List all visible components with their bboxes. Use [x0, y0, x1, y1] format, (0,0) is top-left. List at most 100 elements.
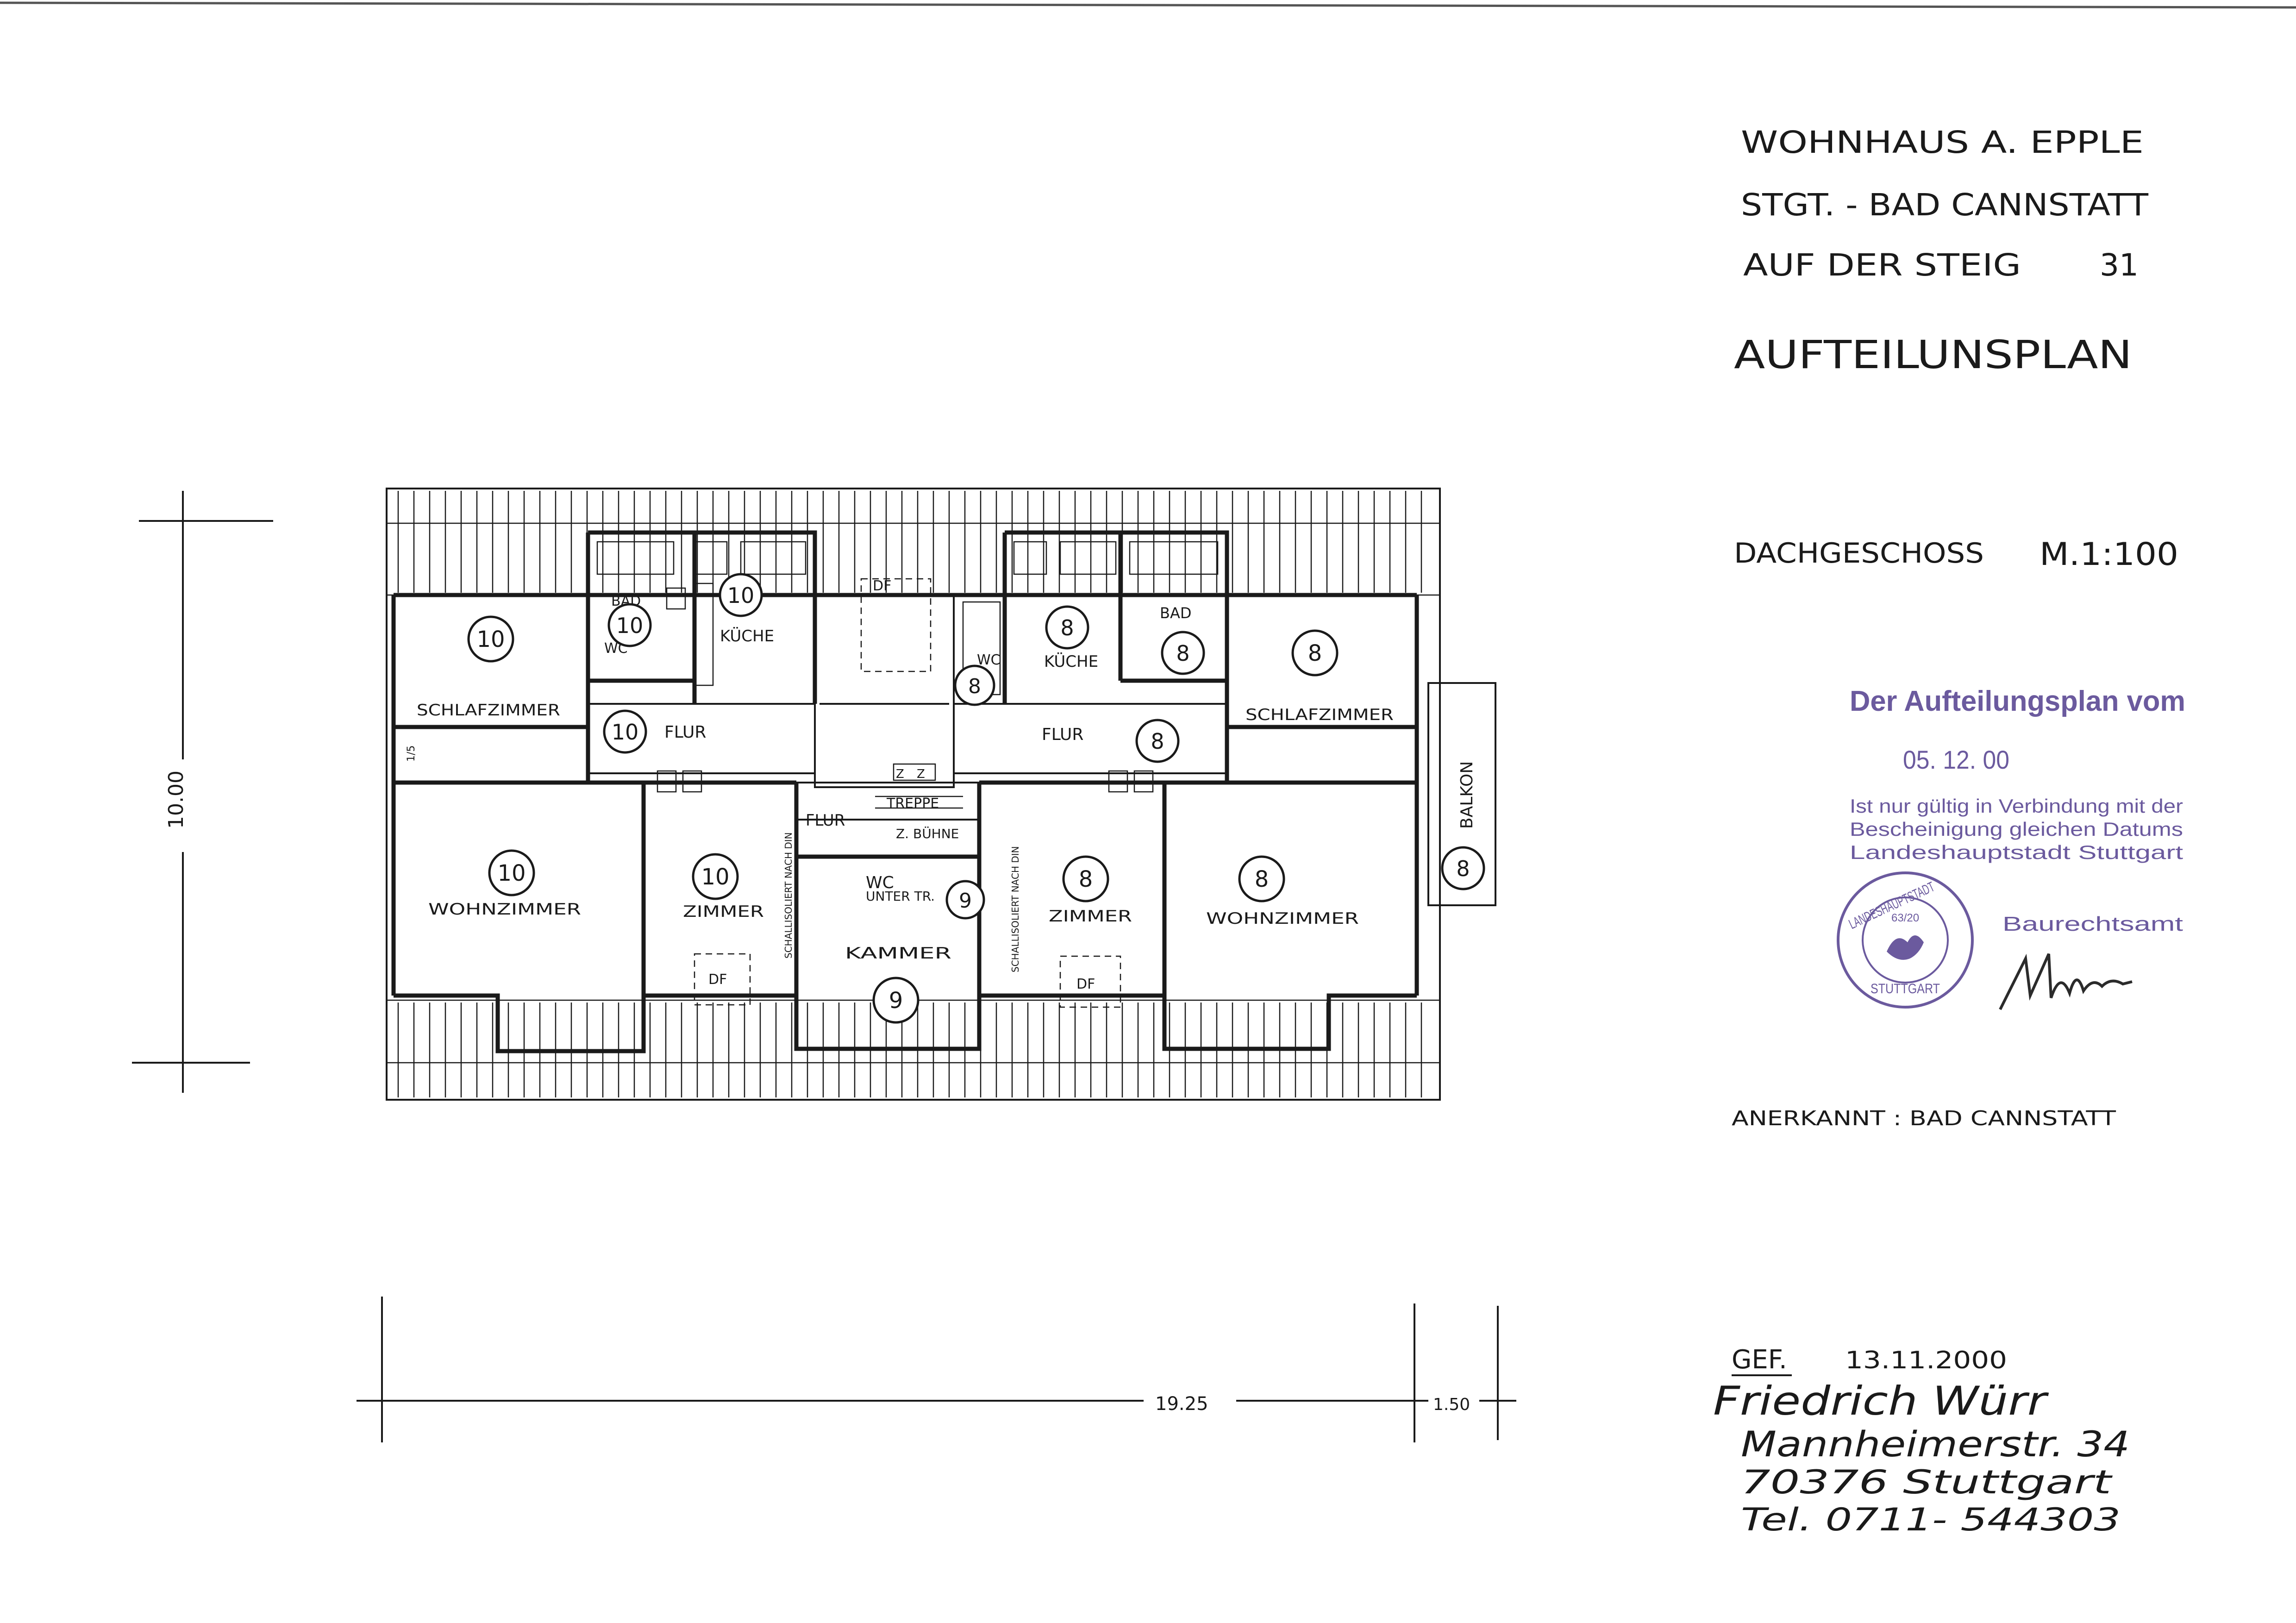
unit-marker-flur-left: 10	[603, 709, 647, 754]
room-label-wc-center-sub: UNTER TR.	[866, 889, 935, 904]
seal-bottom-text: STUTTGART	[1871, 981, 1940, 996]
room-label-schlafzimmer-right: SCHLAFZIMMER	[1245, 706, 1394, 724]
svg-text:10: 10	[497, 860, 526, 886]
stamp-line-1: Ist nur gültig in Verbindung mit der	[1850, 795, 2183, 817]
room-label-wohnzimmer-right: WOHNZIMMER	[1206, 909, 1359, 928]
unit-marker-zimmer-right: 8	[1062, 855, 1109, 902]
slope-note: 1/5	[406, 746, 417, 762]
svg-text:10: 10	[616, 613, 644, 638]
unit-marker-wc-right: 8	[954, 664, 995, 706]
svg-text:10: 10	[476, 627, 505, 652]
approval-label: ANERKANNT : BAD CANNSTATT	[1732, 1107, 2116, 1130]
wall-note-left: SCHALLISOLIERT NACH DIN	[783, 832, 794, 959]
room-labels: SCHLAFZIMMER SCHLAFZIMMER BAD WC KÜCHE F…	[406, 578, 1476, 992]
architect-phone: Tel. 0711- 544303	[1741, 1502, 2121, 1538]
stamp-headline: Der Aufteilungsplan vom	[1850, 685, 2185, 717]
room-label-wc-center: WC	[866, 873, 894, 892]
room-label-flur-right: FLUR	[1042, 725, 1083, 744]
svg-text:8: 8	[1079, 866, 1093, 892]
stair-marker-z-1: Z	[896, 767, 904, 781]
svg-text:10: 10	[701, 864, 729, 890]
balcony-dimension-label: 1.50	[1433, 1395, 1470, 1414]
room-label-kueche-left: KÜCHE	[720, 627, 774, 645]
approval-stamp: Der Aufteilungsplan vom 05. 12. 00 Ist n…	[1837, 685, 2185, 1010]
city-seal: LANDESHAUPTSTADT 63/20 STUTTGART	[1837, 871, 1974, 1009]
plan-scale: M.1:100	[2039, 536, 2178, 573]
unit-marker-wc-center: 9	[945, 880, 985, 920]
unit-marker-bad-left: 10	[607, 603, 652, 647]
room-label-df-right: DF	[1076, 976, 1095, 992]
svg-text:9: 9	[959, 889, 972, 913]
architect-street: Mannheimerstr. 34	[1741, 1423, 2130, 1465]
unit-marker-kueche-right: 8	[1045, 605, 1089, 650]
unit-marker-schlafzimmer-left: 10	[467, 615, 514, 663]
unit-marker-wohnzimmer-right: 8	[1238, 855, 1285, 902]
svg-text:8: 8	[1255, 866, 1269, 892]
svg-text:8: 8	[1176, 641, 1189, 666]
unit-number-markers: 10 10 10 10 10 10 8 8 8 8 8 8 8 8 9 9	[467, 573, 1485, 1024]
project-street: AUF DER STEIG	[1743, 247, 2021, 283]
stamp-line-2: Bescheinigung gleichen Datums	[1850, 818, 2183, 840]
room-label-zimmer-right: ZIMMER	[1049, 907, 1132, 926]
unit-marker-kueche-left: 10	[719, 573, 763, 617]
room-label-balkon: BALKON	[1458, 761, 1476, 829]
room-label-zimmer-left: ZIMMER	[683, 902, 764, 921]
room-label-treppe: TREPPE	[886, 796, 939, 812]
unit-marker-schlafzimmer-right: 8	[1291, 629, 1339, 677]
stamp-date: 05. 12. 00	[1903, 745, 2009, 774]
dimension-height: 10.00	[132, 491, 273, 1093]
architect-city: 70376 Stuttgart	[1741, 1463, 2113, 1501]
roof-outline	[386, 488, 1441, 1101]
height-dimension-label: 10.00	[164, 771, 188, 829]
room-label-kammer: KAMMER	[845, 944, 951, 963]
svg-text:8: 8	[1456, 856, 1470, 881]
official-signature	[1999, 953, 2133, 1010]
dimension-width: 19.25 1.50	[357, 1297, 1516, 1442]
svg-text:8: 8	[1308, 640, 1322, 666]
width-dimension-label: 19.25	[1155, 1393, 1208, 1415]
room-label-kueche-right: KÜCHE	[1044, 652, 1098, 671]
unit-marker-kammer: 9	[872, 977, 920, 1024]
project-name: WOHNHAUS A. EPPLE	[1741, 125, 2144, 160]
room-label-schlafzimmer-left: SCHLAFZIMMER	[417, 701, 560, 720]
room-label-wc-right: WC	[977, 652, 1001, 668]
room-label-df-top: DF	[873, 578, 891, 594]
seal-horse-icon	[1887, 935, 1924, 960]
floor-plan: SCHLAFZIMMER SCHLAFZIMMER BAD WC KÜCHE F…	[386, 488, 1496, 1101]
project-location: STGT. - BAD CANNSTATT	[1741, 187, 2149, 223]
svg-text:9: 9	[889, 988, 903, 1014]
scan-edge	[0, 1, 2296, 9]
gef-label: GEF.	[1732, 1345, 1787, 1375]
roof-windows	[694, 578, 1121, 1008]
architect-name: Friedrich Würr	[1713, 1378, 2049, 1424]
unit-marker-balkon: 8	[1441, 846, 1485, 890]
unit-marker-bad-right: 8	[1161, 631, 1205, 675]
room-label-bad-right: BAD	[1160, 604, 1191, 622]
header-block: WOHNHAUS A. EPPLE STGT. - BAD CANNSTATT …	[1734, 125, 2178, 573]
room-label-wohnzimmer-left: WOHNZIMMER	[428, 900, 581, 919]
gef-date: 13.11.2000	[1845, 1347, 2007, 1374]
room-label-flur-center: FLUR	[806, 811, 845, 830]
room-label-treppe-sub: Z. BÜHNE	[896, 826, 959, 841]
unit-marker-zimmer-left: 10	[692, 853, 739, 900]
stamp-office: Baurechtsamt	[2002, 913, 2183, 935]
room-label-flur-left: FLUR	[664, 723, 706, 742]
unit-marker-wohnzimmer-left: 10	[488, 849, 535, 896]
svg-text:8: 8	[1060, 615, 1074, 640]
architect-signature-block: GEF. 13.11.2000 Friedrich Würr Mannheime…	[1713, 1345, 2130, 1538]
stair-marker-z-2: Z	[917, 767, 925, 781]
balcony-outline	[1427, 682, 1496, 906]
project-house-number: 31	[2100, 247, 2139, 283]
plan-title: AUFTEILUNSPLAN	[1734, 332, 2132, 377]
sanitary-fixtures	[596, 541, 1219, 793]
seal-code: 63/20	[1891, 912, 1919, 924]
unit-marker-flur-right: 8	[1135, 719, 1180, 763]
svg-text:10: 10	[612, 720, 639, 745]
floor-name: DACHGESCHOSS	[1734, 537, 1984, 570]
stamp-line-3: Landeshauptstadt Stuttgart	[1850, 841, 2183, 863]
svg-text:8: 8	[1151, 729, 1164, 754]
wall-note-right: SCHALLISOLIERT NACH DIN	[1010, 846, 1021, 972]
svg-text:10: 10	[727, 583, 755, 608]
